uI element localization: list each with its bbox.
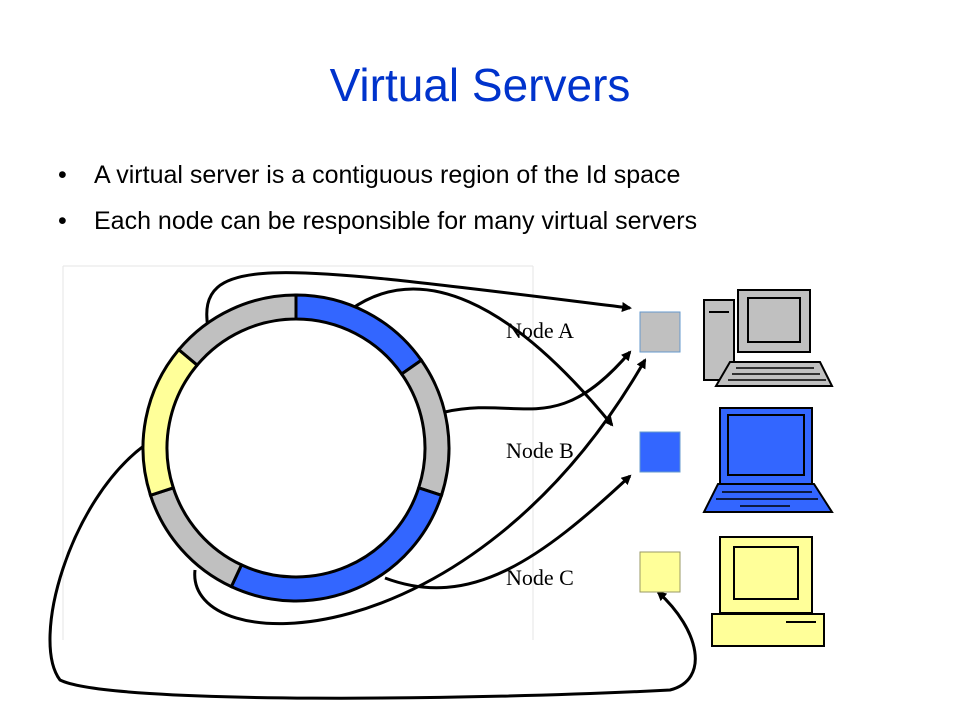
arrow-to-node-a xyxy=(205,271,632,329)
node-c-square xyxy=(639,551,681,593)
mapping-arrows xyxy=(48,271,697,700)
ring-segment xyxy=(294,293,424,377)
arrow-to-node-a xyxy=(349,287,614,427)
desktop-tower-icon xyxy=(703,289,834,387)
bullet-list: A virtual server is a contiguous region … xyxy=(58,152,697,244)
bullet-item: A virtual server is a contiguous region … xyxy=(58,152,697,198)
laptop-icon xyxy=(702,407,834,513)
slide-title: Virtual Servers xyxy=(329,59,631,111)
node-a-square xyxy=(639,311,681,353)
node-c-label: Node C xyxy=(506,565,574,590)
desktop-crt-icon xyxy=(711,536,825,647)
id-space-ring xyxy=(141,293,451,603)
node-b-square xyxy=(639,431,681,473)
ring-segment xyxy=(399,358,451,498)
arrow-to-node-c xyxy=(48,443,697,700)
ring-segment xyxy=(141,347,200,498)
bullet-item: Each node can be responsible for many vi… xyxy=(58,198,697,244)
arrow-to-node-a xyxy=(444,350,632,414)
arrow-to-node-a xyxy=(193,358,647,626)
ring-segment xyxy=(176,293,298,368)
node-a-label: Node A xyxy=(506,318,574,343)
node-b-label: Node B xyxy=(506,438,574,463)
